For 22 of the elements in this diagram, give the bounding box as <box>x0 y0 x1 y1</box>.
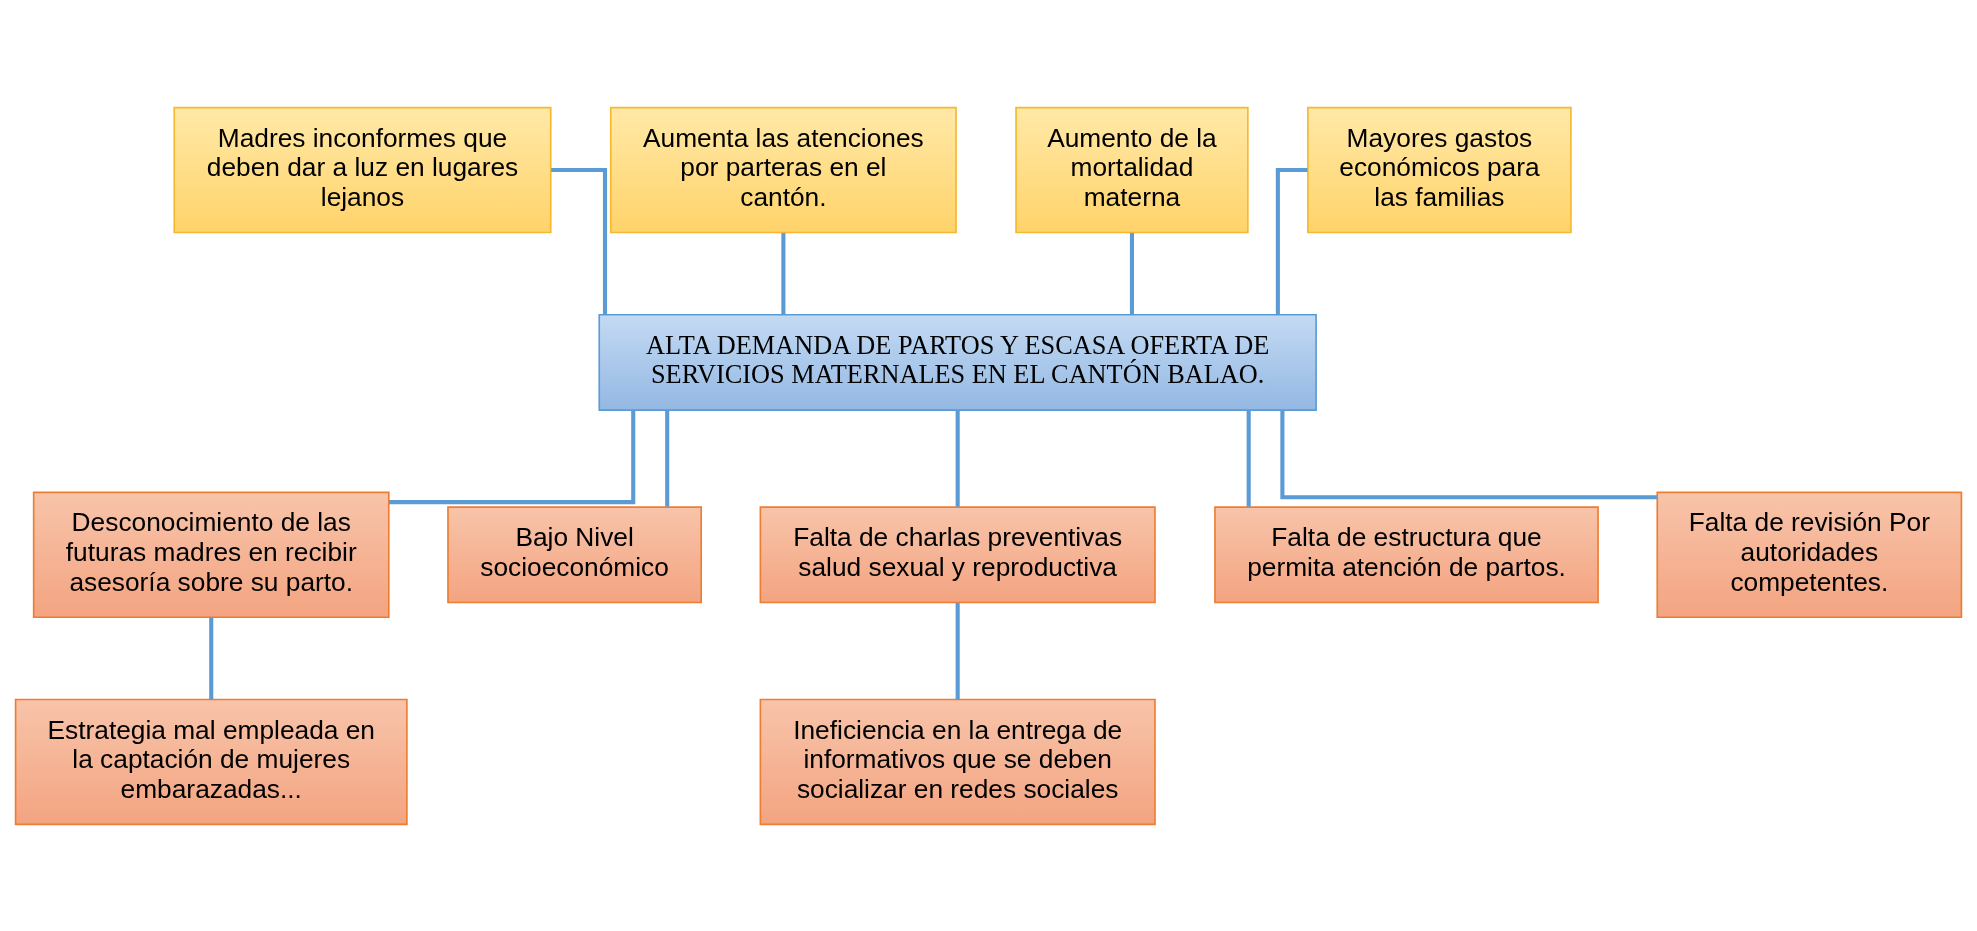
connector <box>389 410 636 504</box>
node-box: Estrategia mal empleada en la captación de mujeres embarazadas... <box>14 698 408 825</box>
node-box: Falta de charlas preventivas salud sexual y reproductiva <box>759 505 1156 603</box>
node-box: Madres inconformes que deben dar a luz en lugares lejanos <box>173 106 552 233</box>
connector <box>1246 409 1251 507</box>
connector <box>1129 232 1134 315</box>
connector <box>551 167 608 314</box>
connector <box>1280 409 1657 499</box>
node-box: Aumenta las atenciones por parteras en el cantón. <box>609 106 957 233</box>
connector <box>955 602 960 699</box>
node-box: Ineficiencia en la entrega de informativos que se deben socializar en redes sociales <box>759 698 1156 825</box>
connector <box>665 409 670 507</box>
node-box: Bajo Nivel socioeconómico <box>447 505 702 603</box>
node-box: Mayores gastos económicos para las familias <box>1307 106 1572 233</box>
connector <box>209 617 214 699</box>
node-box: Desconocimiento de las futuras madres en recibir asesoría sobre su parto. <box>32 491 390 618</box>
node-box: Falta de revisión Por autoridades competentes. <box>1656 491 1963 618</box>
connector <box>781 232 786 315</box>
node-box: Aumento de la mortalidad materna <box>1015 106 1249 233</box>
node-box: Falta de estructura que permita atención de partos. <box>1214 505 1599 603</box>
connector <box>955 409 960 507</box>
node-box: ALTA DEMANDA DE PARTOS Y ESCASA OFERTA DE SERVICIOS MATERNALES EN EL CANTÓN BALAO. <box>598 313 1317 411</box>
